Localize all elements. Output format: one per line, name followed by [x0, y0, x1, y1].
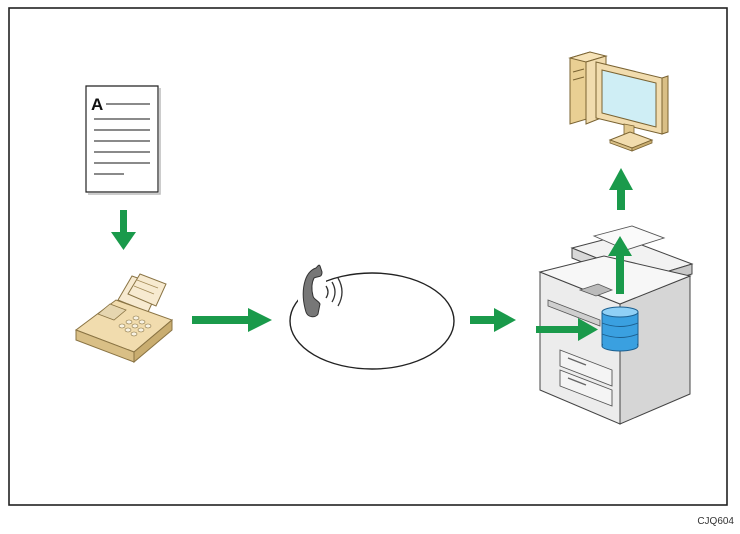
fax-machine-icon	[74, 273, 173, 364]
arrow-into-storage	[536, 318, 598, 341]
database-icon	[601, 306, 639, 352]
arrow-fax-to-line	[192, 308, 272, 332]
figure-code: CJQ604	[697, 516, 734, 527]
arrow-storage-up	[608, 236, 632, 294]
arrow-line-to-printer	[470, 308, 516, 332]
computer-icon	[568, 51, 669, 152]
arrow-printer-to-computer	[609, 168, 633, 210]
document-icon: A	[85, 85, 161, 195]
arrow-document-to-fax	[111, 210, 136, 250]
telephone-line-icon	[289, 264, 455, 370]
svg-text:A: A	[91, 95, 103, 114]
